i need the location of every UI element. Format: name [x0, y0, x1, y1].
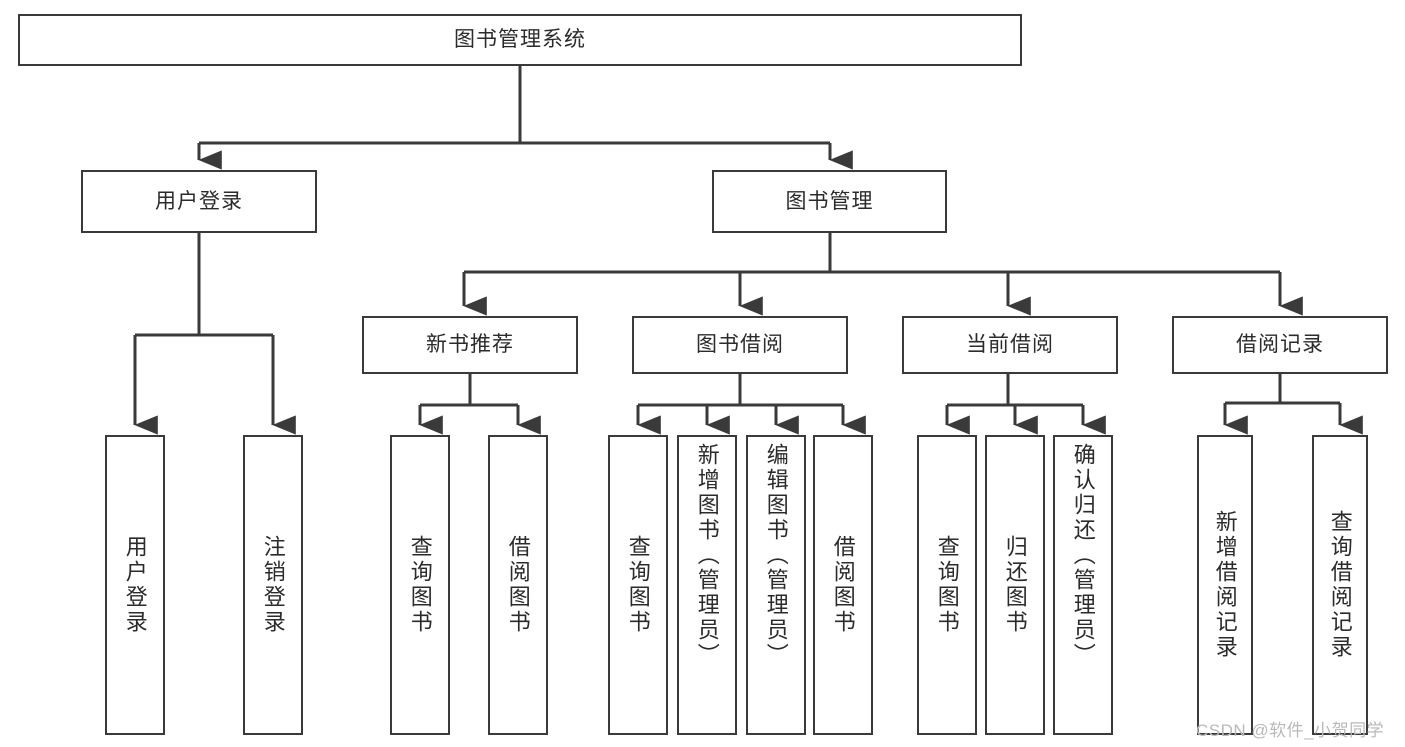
node-borrow-record-label: 借阅记录	[1236, 333, 1324, 357]
node-leaf-add-book-label: 新增图书（管理员）	[694, 443, 720, 668]
node-user-login-label: 用户登录	[155, 189, 243, 213]
node-leaf-borrow-book-borrow[interactable]: 借阅图书	[813, 435, 873, 735]
node-leaf-add-record[interactable]: 新增借阅记录	[1197, 435, 1253, 735]
watermark-text: CSDN @软件_小贺同学	[1196, 721, 1385, 740]
node-book-borrow-label: 图书借阅	[696, 333, 784, 357]
node-current-borrow[interactable]: 当前借阅	[902, 316, 1118, 374]
node-leaf-query-book-rec-label: 查询图书	[407, 535, 433, 635]
node-leaf-borrow-book-borrow-label: 借阅图书	[830, 535, 856, 635]
node-leaf-query-record-label: 查询借阅记录	[1327, 510, 1353, 660]
node-borrow-record[interactable]: 借阅记录	[1172, 316, 1388, 374]
node-leaf-confirm-return-label: 确认归还（管理员）	[1070, 443, 1096, 668]
node-book-manage[interactable]: 图书管理	[712, 170, 947, 233]
node-leaf-query-book-current[interactable]: 查询图书	[917, 435, 977, 735]
node-leaf-confirm-return[interactable]: 确认归还（管理员）	[1053, 435, 1113, 735]
node-leaf-query-book-current-label: 查询图书	[934, 535, 960, 635]
node-leaf-user-login[interactable]: 用户登录	[105, 435, 165, 735]
node-leaf-add-book[interactable]: 新增图书（管理员）	[677, 435, 737, 735]
node-leaf-edit-book[interactable]: 编辑图书（管理员）	[746, 435, 806, 735]
node-leaf-query-book-borrow-label: 查询图书	[625, 535, 651, 635]
node-leaf-borrow-book-rec-label: 借阅图书	[505, 535, 531, 635]
node-current-borrow-label: 当前借阅	[966, 333, 1054, 357]
node-leaf-logout-label: 注销登录	[260, 535, 286, 635]
node-leaf-user-login-label: 用户登录	[122, 535, 148, 635]
node-book-borrow[interactable]: 图书借阅	[632, 316, 848, 374]
node-leaf-logout[interactable]: 注销登录	[243, 435, 303, 735]
node-user-login[interactable]: 用户登录	[81, 170, 317, 233]
node-leaf-query-book-borrow[interactable]: 查询图书	[608, 435, 668, 735]
node-leaf-add-record-label: 新增借阅记录	[1212, 510, 1238, 660]
node-leaf-return-book-label: 归还图书	[1002, 535, 1028, 635]
node-new-book-rec-label: 新书推荐	[426, 333, 514, 357]
node-new-book-rec[interactable]: 新书推荐	[362, 316, 578, 374]
node-root-label: 图书管理系统	[454, 28, 586, 52]
node-leaf-query-record[interactable]: 查询借阅记录	[1312, 435, 1368, 735]
node-root[interactable]: 图书管理系统	[18, 14, 1022, 66]
node-leaf-edit-book-label: 编辑图书（管理员）	[763, 443, 789, 668]
node-book-manage-label: 图书管理	[785, 189, 874, 213]
node-leaf-query-book-rec[interactable]: 查询图书	[390, 435, 450, 735]
node-leaf-return-book[interactable]: 归还图书	[985, 435, 1045, 735]
node-leaf-borrow-book-rec[interactable]: 借阅图书	[488, 435, 548, 735]
